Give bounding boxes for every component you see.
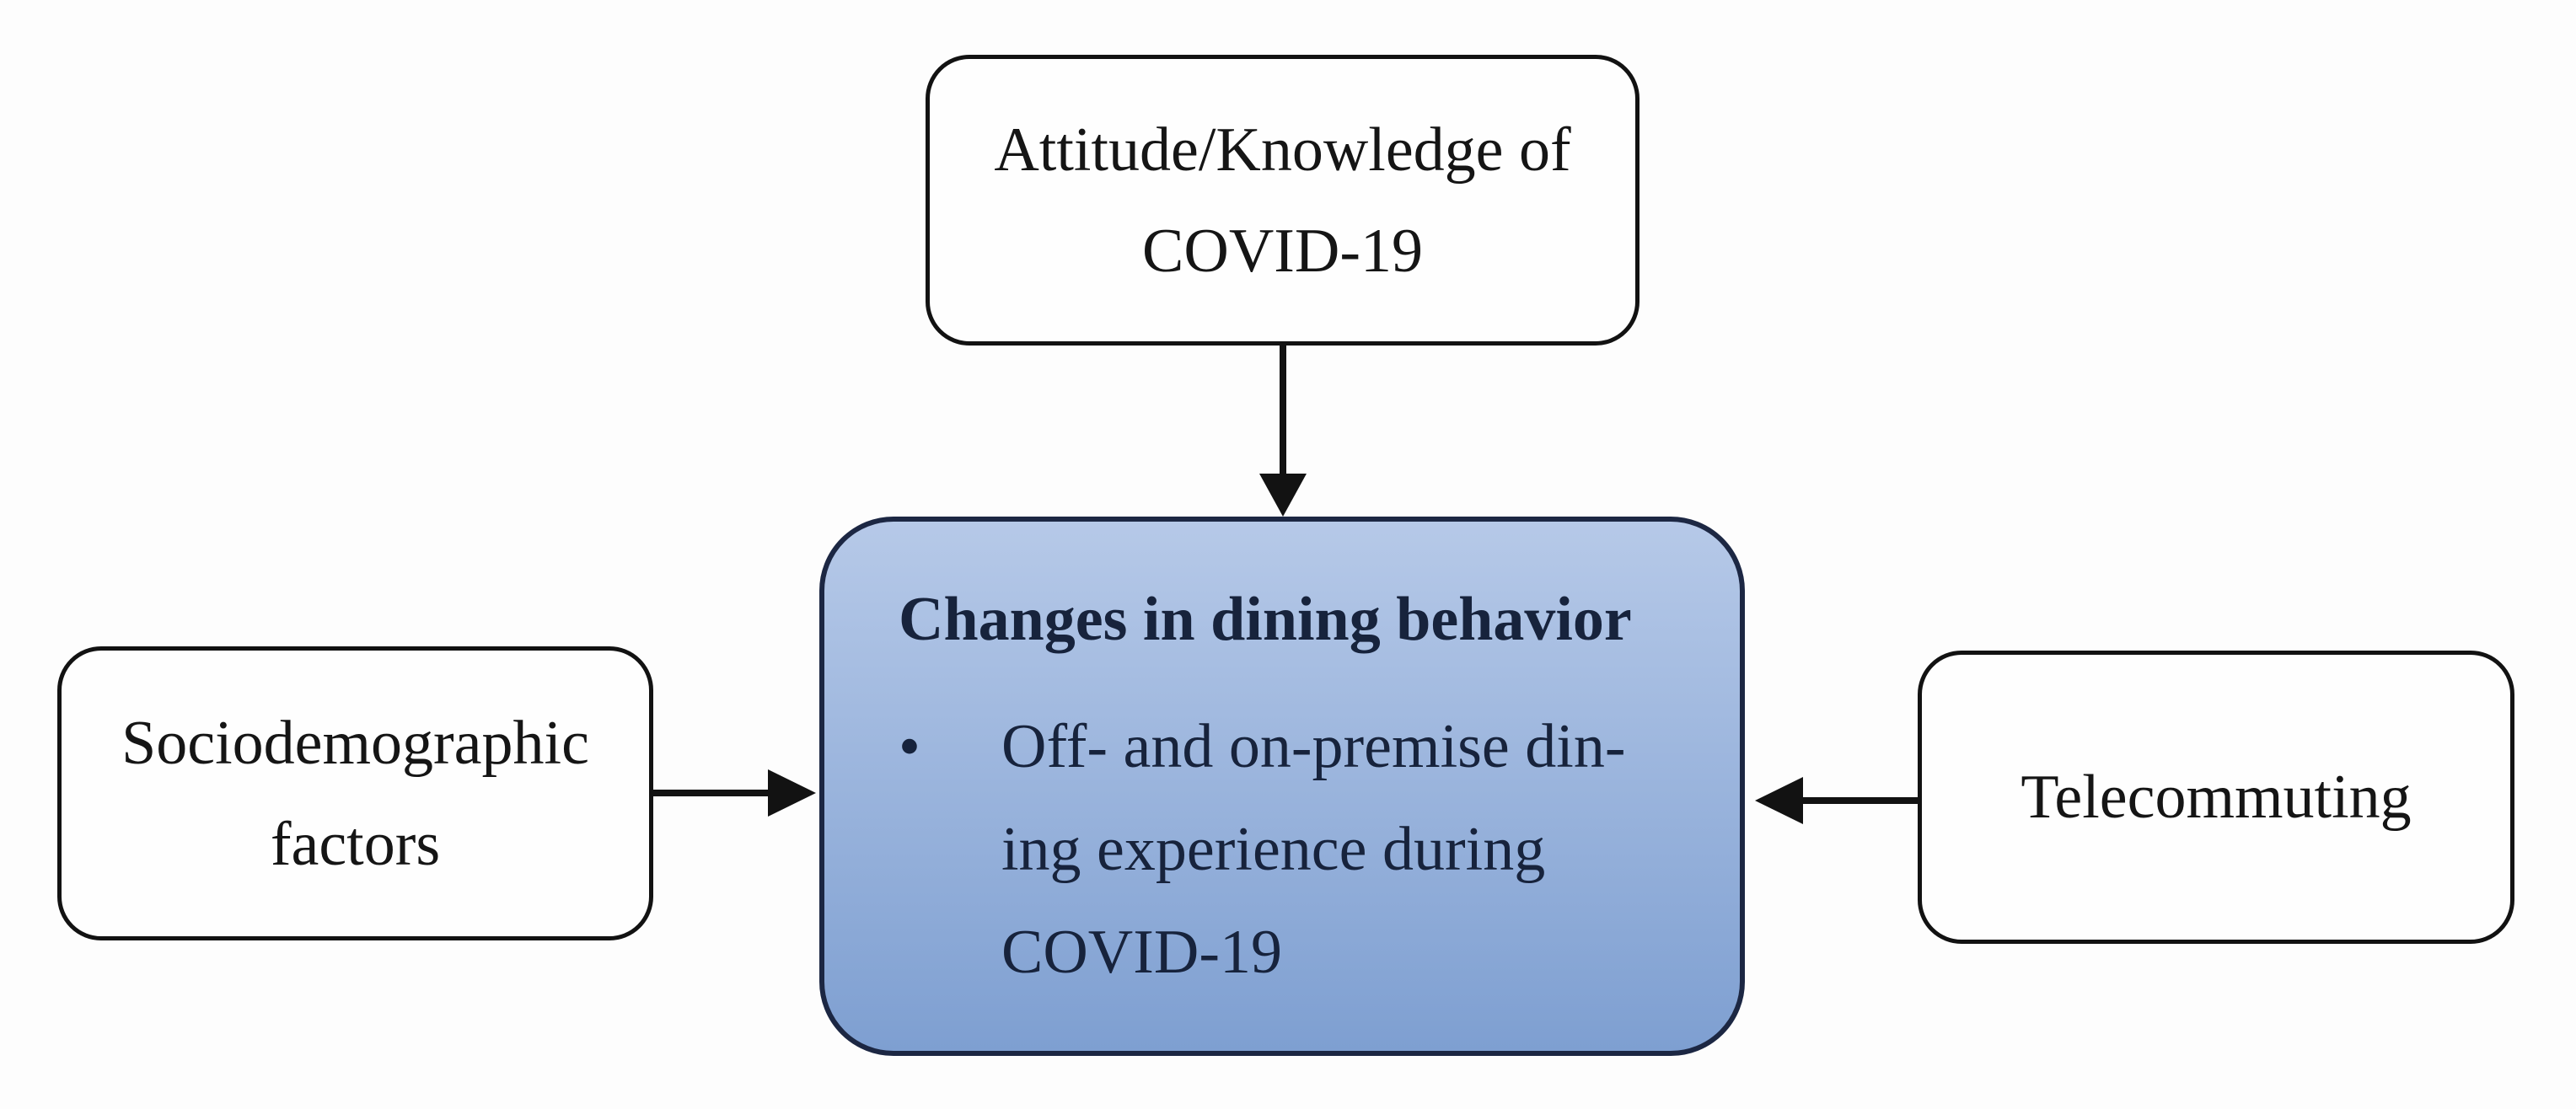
node-sociodemographic-line-1: Sociodemographic	[121, 708, 589, 778]
dining-bullet-text: Off- and on-premise din- ing experience …	[1001, 695, 1625, 1004]
arrow-left-icon	[1755, 777, 1803, 824]
dining-title: Changes in dining behavior	[899, 585, 1632, 654]
arrow-shaft	[1280, 346, 1286, 477]
node-sociodemographic-line-2: factors	[270, 809, 441, 879]
dining-bullet-line-3: COVID-19	[1001, 918, 1282, 987]
dining-bullet-line-1: Off- and on-premise din-	[1001, 712, 1626, 781]
node-changes-in-dining-behavior: Changes in dining behavior • Off- and on…	[819, 517, 1745, 1056]
bullet-icon: •	[899, 712, 920, 781]
node-sociodemographic-factors: Sociodemographic factors	[57, 646, 653, 940]
node-telecommuting-label: Telecommuting	[2021, 763, 2412, 832]
node-telecommuting: Telecommuting	[1918, 651, 2514, 944]
node-attitude-line-1: Attitude/Knowledge of	[994, 115, 1571, 185]
arrow-shaft	[653, 790, 771, 796]
arrow-right-icon	[768, 769, 816, 817]
dining-bullet-item: • Off- and on-premise din- ing experienc…	[899, 695, 1698, 1004]
node-attitude-line-2: COVID-19	[1142, 216, 1423, 286]
node-attitude-knowledge: Attitude/Knowledge of COVID-19	[926, 55, 1640, 346]
arrow-down-icon	[1259, 474, 1307, 517]
dining-bullet-line-2: ing experience during	[1001, 815, 1546, 884]
arrow-shaft	[1800, 797, 1918, 804]
